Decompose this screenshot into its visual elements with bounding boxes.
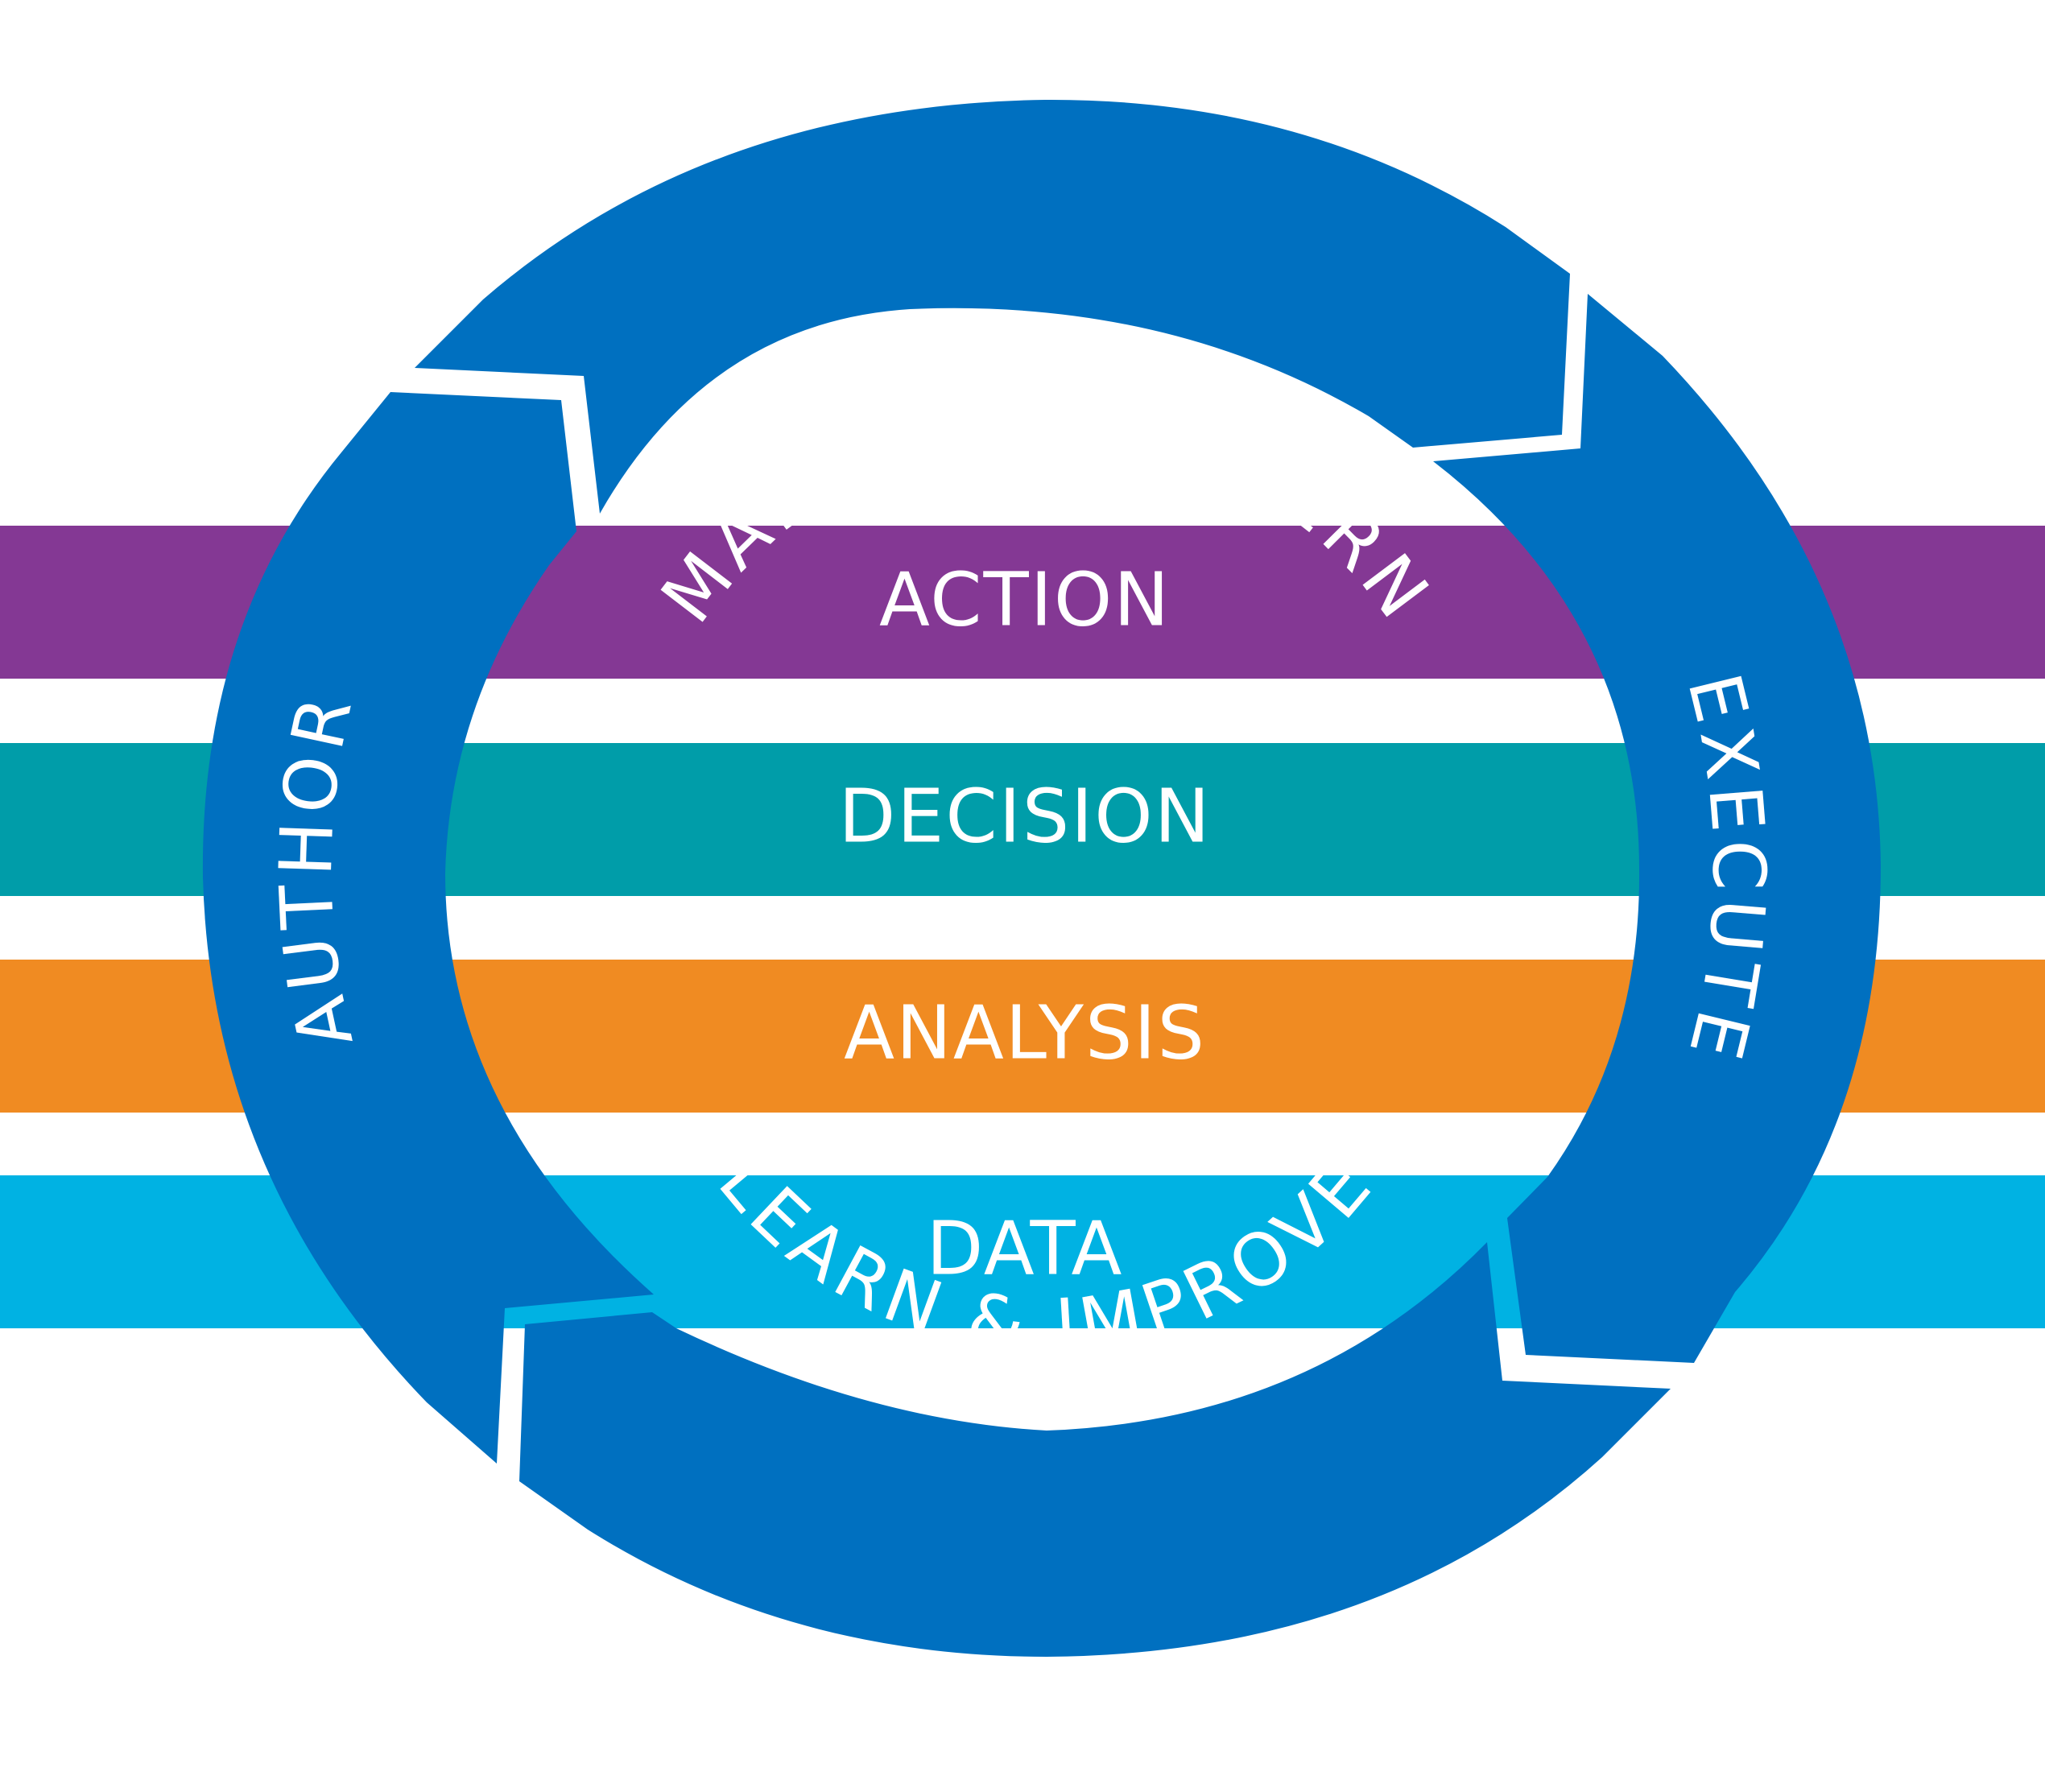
ring-segment-execute [1433, 294, 1881, 1363]
ring-segment-learn-improve [519, 1242, 1671, 1657]
layer-label-decision: DECISION [838, 774, 1211, 860]
cycle-ring [202, 99, 1881, 1657]
layer-label-data: DATA [926, 1206, 1123, 1292]
layer-labels: ACTION DECISION ANALYSIS DATA [838, 557, 1211, 1292]
ring-segment-manage-govern [415, 99, 1570, 514]
ring-segment-author [202, 392, 654, 1464]
layer-label-analysis: ANALYSIS [844, 990, 1206, 1076]
layer-label-action: ACTION [879, 557, 1171, 643]
